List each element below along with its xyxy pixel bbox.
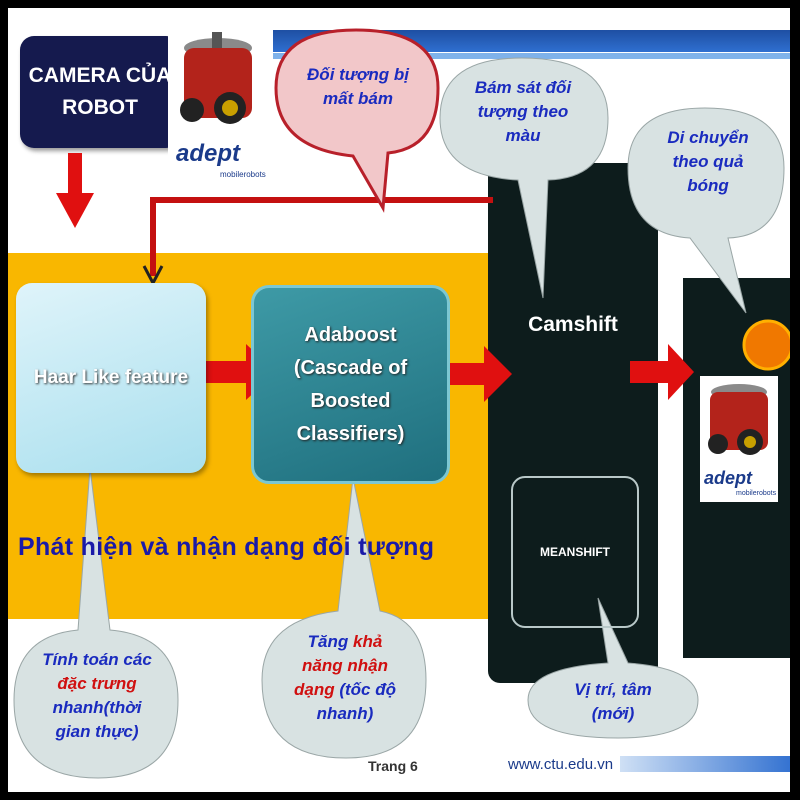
slide: CAMERA CỦA ROBOT adept mobilerobots [8, 8, 790, 792]
bubble-improve-line4: nhanh) [316, 704, 374, 723]
camera-arrow-shaft [68, 153, 82, 193]
bubble-improve-l3a: dạng [294, 680, 335, 699]
page-number: Trang 6 [368, 758, 418, 774]
robot-small-brand: adept [704, 468, 753, 488]
connectors [13, 28, 790, 779]
adaboost-line1: Adaboost [304, 323, 397, 346]
ball-icon [742, 319, 790, 371]
bubble-lost-text: Đối tượng bị mất bám [293, 63, 423, 111]
bubble-improve-line3: dạng (tốc độ [270, 678, 420, 702]
logo-brand: adept [176, 140, 241, 167]
bubble-compute-line2: đặc trưng [57, 674, 137, 693]
camera-box: CAMERA CỦA ROBOT [20, 36, 180, 148]
bubble-improve-line1: Tăng khả [270, 630, 420, 654]
bubble-improve-line2: năng nhận [302, 656, 388, 675]
bubble-compute [13, 467, 179, 779]
bubble-position-text: Vị trí, tâm (mới) [538, 678, 688, 726]
bubble-compute-line3: nhanh(thời [52, 698, 142, 717]
robot-icon [168, 28, 268, 180]
bubble-move [627, 107, 785, 314]
bubble-improve [261, 477, 427, 759]
bubble-track [439, 57, 609, 299]
adaboost-line3: Boosted [310, 389, 391, 412]
footer-bar [620, 756, 790, 772]
bubble-position [527, 597, 699, 739]
bubble-track-line3: màu [505, 126, 541, 145]
bubble-move-line2: theo quả [672, 152, 744, 171]
header-stripe [273, 53, 790, 59]
bubble-compute-line4: gian thực) [55, 722, 139, 741]
adaboost-line4: Classifiers) [296, 422, 405, 445]
bubble-lost-line1: Đối tượng bị [307, 65, 409, 84]
bubble-lost [274, 28, 440, 213]
robot-small-icon [708, 384, 768, 455]
logo-sub: mobilerobots [220, 170, 266, 179]
camshift-label: Camshift [528, 313, 618, 336]
robot-small: adept mobilerobots [700, 376, 778, 502]
bubble-improve-l3b: (tốc độ [334, 680, 396, 699]
arrow-cam-track [630, 361, 670, 383]
meanshift-label: MEANSHIFT [540, 545, 610, 559]
camera-line2: ROBOT [62, 96, 138, 119]
bubble-track-line2: tượng theo [477, 102, 569, 121]
adaboost-box: Adaboost (Cascade of Boosted Classifiers… [251, 285, 450, 484]
robot-logo: adept mobilerobots [168, 28, 268, 180]
meanshift-box: MEANSHIFT [511, 476, 639, 628]
bubble-move-line3: bóng [687, 176, 729, 195]
camera-arrow-head [56, 193, 94, 228]
bubble-position-line1: Vị trí, tâm [574, 680, 652, 699]
bubble-track-text: Bám sát đối tượng theo màu [448, 76, 598, 148]
bubble-lost-line2: mất bám [323, 89, 393, 108]
section-title: Phát hiện và nhận dạng đối tượng [18, 533, 435, 561]
arrow-haar-ada [204, 361, 248, 383]
haar-label: Haar Like feature [33, 367, 189, 388]
bubble-compute-text: Tính toán các đặc trưng nhanh(thời gian … [22, 648, 172, 744]
bubble-improve-text: Tăng khả năng nhận dạng (tốc độ nhanh) [270, 630, 420, 726]
bubble-improve-l1b: khả [353, 632, 383, 651]
bubble-improve-l1a: Tăng [307, 632, 354, 651]
bubble-compute-line1: Tính toán các [42, 650, 152, 669]
camera-line1: CAMERA CỦA [28, 64, 172, 87]
haar-box: Haar Like feature [16, 283, 206, 473]
robot-small-sub: mobilerobots [736, 490, 777, 497]
adaboost-line2: (Cascade of [293, 356, 408, 379]
bubble-track-line1: Bám sát đối [474, 78, 572, 97]
bubble-move-line1: Di chuyển [667, 128, 749, 147]
bubble-move-text: Di chuyển theo quả bóng [638, 126, 778, 198]
arrow-ada-cam [446, 363, 486, 385]
bubble-position-line2: (mới) [591, 704, 635, 723]
footer-url: www.ctu.edu.vn [508, 756, 614, 773]
feedback-line [150, 197, 493, 276]
camshift-panel [488, 163, 658, 683]
